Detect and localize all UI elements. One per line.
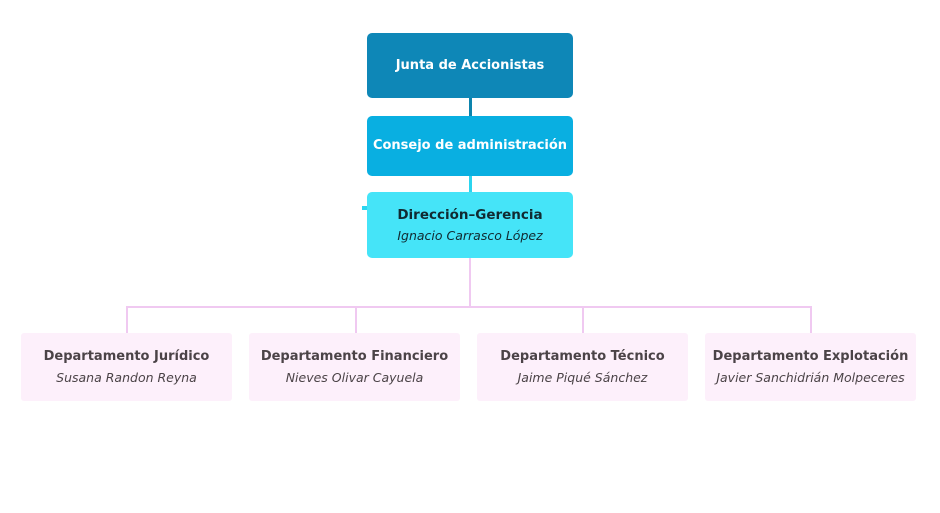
connector-drop-juridico	[126, 307, 128, 333]
org-node-person-name: Nieves Olivar Cayuela	[285, 369, 424, 385]
org-node-direccion-gerencia[interactable]: Dirección–Gerencia Ignacio Carrasco Lópe…	[367, 192, 573, 258]
org-node-person-name: Javier Sanchidrián Molpeceres	[716, 369, 905, 385]
connector-junta-consejo	[469, 98, 472, 116]
connector-consejo-direccion	[469, 176, 472, 192]
connector-stub	[362, 206, 368, 210]
org-node-consejo-administracion[interactable]: Consejo de administración	[367, 116, 573, 176]
org-node-title: Departamento Jurídico	[43, 349, 210, 365]
org-node-title: Departamento Explotación	[712, 349, 909, 365]
org-node-title: Departamento Financiero	[260, 349, 449, 365]
org-node-title: Consejo de administración	[372, 138, 568, 154]
org-node-junta-de-accionistas[interactable]: Junta de Accionistas	[367, 33, 573, 98]
connector-direccion-stem	[469, 258, 471, 307]
org-node-departamento-financiero[interactable]: Departamento Financiero Nieves Olivar Ca…	[249, 333, 460, 401]
connector-drop-explotacion	[810, 307, 812, 333]
org-node-person-name: Jaime Piqué Sánchez	[517, 369, 648, 385]
org-node-departamento-tecnico[interactable]: Departamento Técnico Jaime Piqué Sánchez	[477, 333, 688, 401]
connector-drop-tecnico	[582, 307, 584, 333]
org-node-title: Junta de Accionistas	[395, 57, 545, 73]
org-node-title: Departamento Técnico	[500, 349, 665, 365]
connector-departments-rail	[126, 306, 812, 308]
org-node-departamento-juridico[interactable]: Departamento Jurídico Susana Randon Reyn…	[21, 333, 232, 401]
org-node-person-name: Ignacio Carrasco López	[397, 228, 543, 244]
connector-drop-financiero	[355, 307, 357, 333]
org-node-title: Dirección–Gerencia	[397, 206, 543, 223]
org-node-person-name: Susana Randon Reyna	[56, 369, 197, 385]
org-node-departamento-explotacion[interactable]: Departamento Explotación Javier Sanchidr…	[705, 333, 916, 401]
